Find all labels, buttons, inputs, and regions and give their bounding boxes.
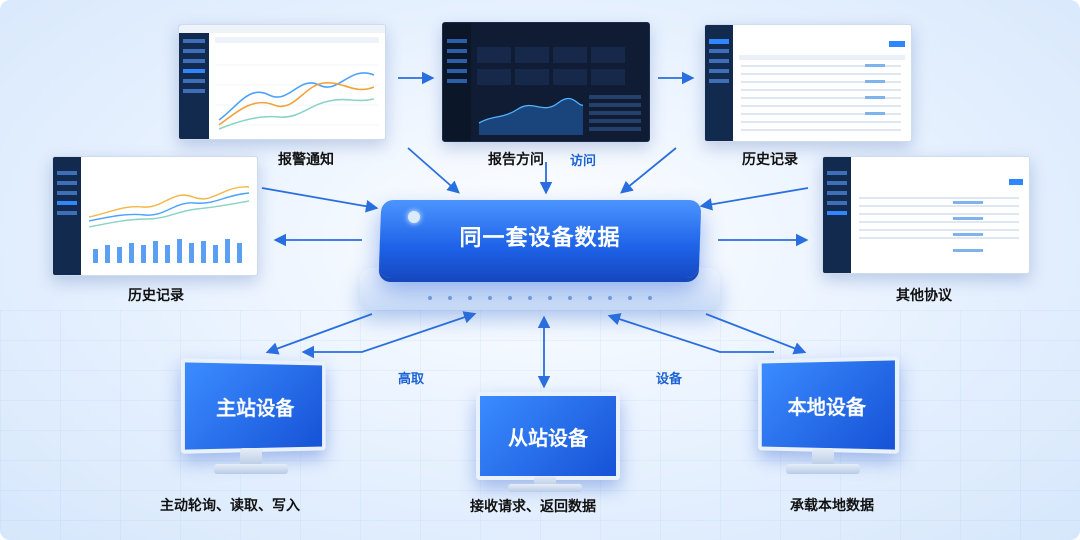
slave-device-screen: 从站设备 (476, 392, 620, 480)
hub-title: 同一套设备数据 (459, 226, 621, 251)
master-device-base (214, 464, 288, 474)
arrow-tr-to-hub (620, 147, 677, 194)
label-report: 报告方问 (488, 152, 544, 168)
hub-led-strip (428, 296, 652, 300)
arrow-mr-to-hub (699, 187, 809, 211)
dashboard-history-panel-left (52, 156, 258, 276)
label-history-right: 历史记录 (742, 152, 798, 168)
dashboard-protocol-panel (822, 156, 1030, 274)
edge-label-right: 设备 (656, 372, 683, 387)
master-device-neck (240, 448, 262, 466)
local-device-screen: 本地设备 (758, 356, 900, 454)
label-history-left: 历史记录 (128, 288, 184, 304)
label-alert-notice: 报警通知 (278, 152, 334, 168)
label-access: 访问 (570, 154, 597, 169)
master-caption: 主动轮询、读取、写入 (160, 498, 300, 514)
edge-label-left: 高取 (398, 372, 425, 387)
label-other-protocol: 其他协议 (896, 288, 952, 304)
arrow-local-link (607, 313, 774, 353)
arrow-hub-to-local (705, 313, 807, 355)
hub-indicator-icon (408, 211, 420, 223)
slave-device-base (508, 484, 582, 492)
arrow-master-link (301, 311, 477, 359)
dashboard-report-panel (442, 22, 650, 142)
master-device-screen: 主站设备 (180, 358, 326, 454)
arrow-tl-to-hub (407, 147, 460, 194)
local-device-base (786, 464, 860, 474)
local-caption: 承载本地数据 (790, 498, 874, 514)
slave-device-neck (534, 476, 556, 486)
dashboard-history-panel-right (704, 24, 912, 142)
slave-caption: 接收请求、返回数据 (470, 499, 596, 515)
dashboard-alert-panel (178, 24, 386, 140)
arrow-hub-to-master (265, 313, 373, 355)
arrow-ml-to-hub (261, 187, 379, 213)
local-device-neck (812, 448, 834, 466)
